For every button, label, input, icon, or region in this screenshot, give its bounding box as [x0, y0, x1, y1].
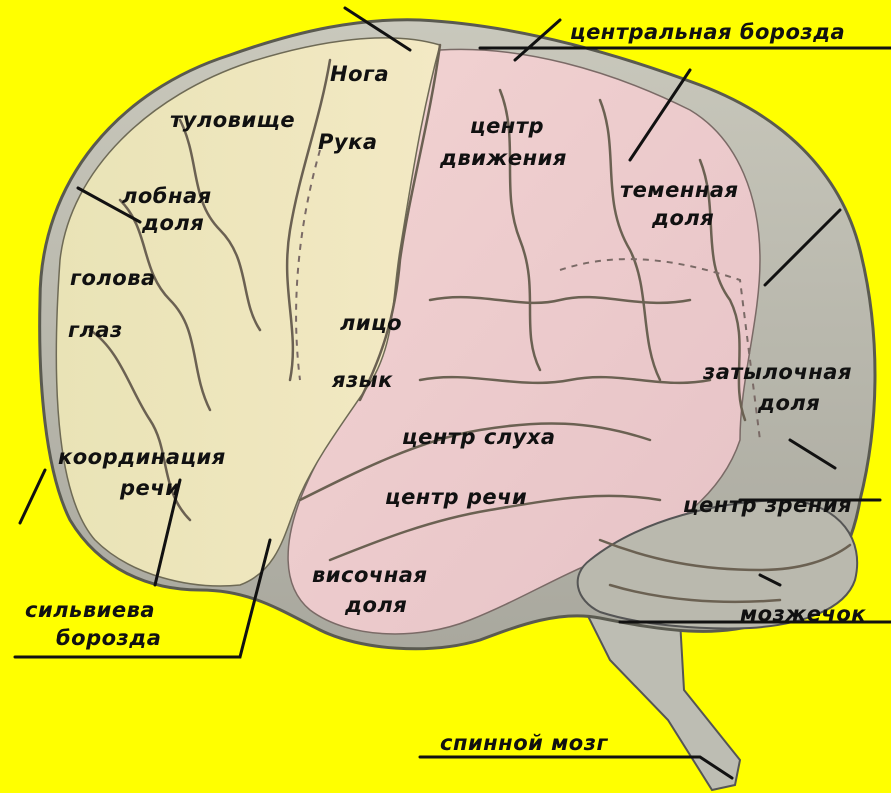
label-spinnoy-mozg: спинной мозг: [440, 733, 608, 754]
label-lico: лицо: [340, 313, 402, 334]
label-visochnaya-dolya-1: височная: [312, 565, 427, 586]
label-ruka: Рука: [318, 132, 378, 153]
label-centr-zreniya: центр зрения: [683, 495, 852, 516]
spinal-cord-shape: [585, 610, 740, 790]
label-mozzhechok: мозжечок: [740, 604, 866, 625]
label-visochnaya-dolya-2: доля: [345, 595, 407, 616]
label-zatylochnaya-dolya-1: затылочная: [703, 362, 852, 383]
label-silvieva-borozda-2: борозда: [56, 628, 161, 649]
label-noga: Нога: [330, 64, 389, 85]
label-centr-rechi: центр речи: [385, 487, 527, 508]
label-centr-slukha: центр слуха: [402, 427, 556, 448]
label-koordinaciya-rechi-1: координация: [58, 447, 226, 468]
label-centr-dvizheniya-2: движения: [440, 148, 567, 169]
label-lobnaya-dolya-1: лобная: [122, 186, 212, 207]
label-centr-dvizheniya-1: центр: [470, 116, 544, 137]
label-koordinaciya-rechi-2: речи: [120, 478, 180, 499]
label-centralnaya-borozda: центральная борозда: [570, 22, 845, 43]
label-silvieva-borozda-1: сильвиева: [25, 600, 155, 621]
label-yazyk: язык: [332, 370, 393, 391]
label-tulovishche: туловище: [170, 110, 295, 131]
label-glaz: глаз: [68, 320, 123, 341]
label-temennaya-dolya-2: доля: [652, 208, 714, 229]
label-temennaya-dolya-1: теменная: [620, 180, 739, 201]
label-lobnaya-dolya-2: доля: [142, 213, 204, 234]
label-golova: голова: [70, 268, 156, 289]
label-zatylochnaya-dolya-2: доля: [758, 393, 820, 414]
